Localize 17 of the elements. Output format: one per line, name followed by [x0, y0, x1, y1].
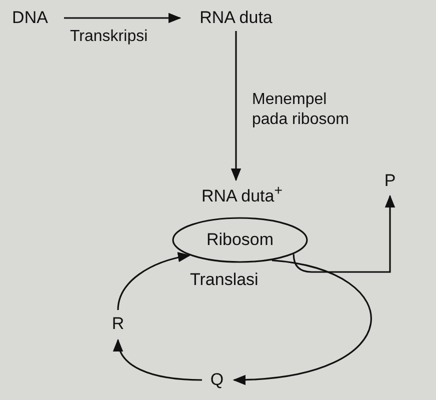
ribosome-ellipse [172, 217, 308, 263]
node-label: RNA duta [200, 8, 272, 28]
node-label: R [112, 314, 124, 334]
process-label: Translasi [190, 270, 258, 290]
edge-label: Transkripsi [70, 28, 148, 46]
arrow [117, 252, 191, 310]
node-label: Ribosom [206, 230, 274, 250]
node-label: DNA [12, 8, 48, 28]
arrow [292, 194, 396, 273]
arrow [232, 260, 372, 384]
arrow [64, 12, 182, 24]
arrow [230, 31, 242, 182]
node-label: Q [210, 370, 224, 390]
arrow [114, 338, 202, 381]
node-label: P [384, 171, 396, 191]
node-label: RNA duta$^{+}$ [201, 183, 283, 207]
edge-label: Menempel pada ribosom [252, 90, 350, 130]
